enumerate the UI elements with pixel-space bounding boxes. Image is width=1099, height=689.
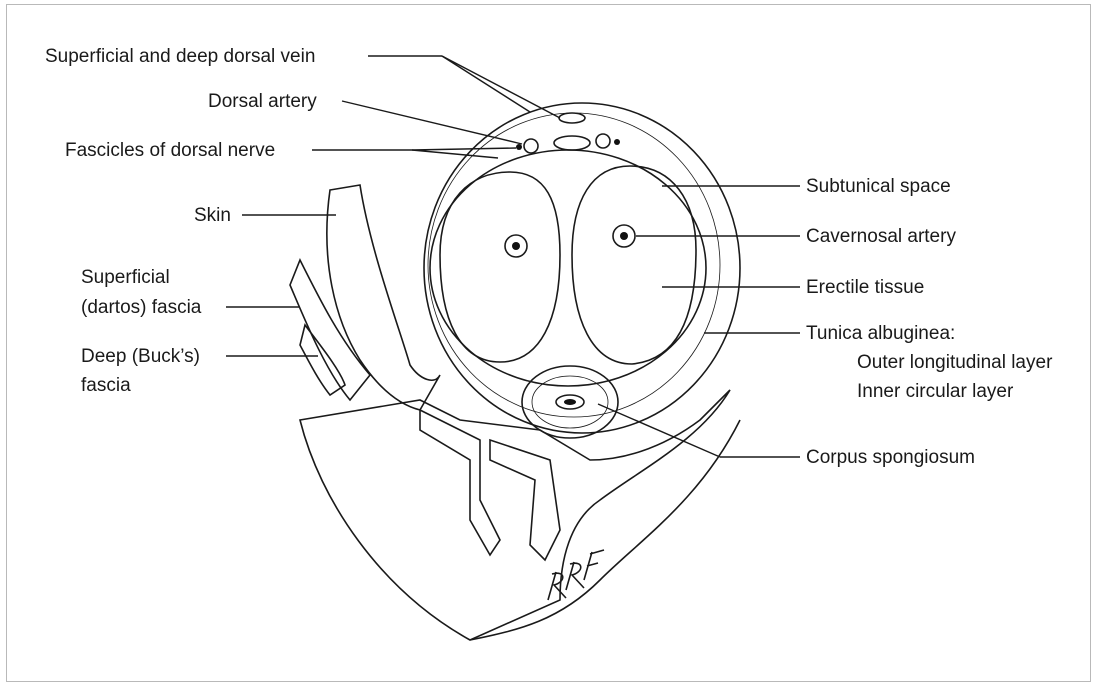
label-skin: Skin xyxy=(194,205,231,226)
label-dorsal-artery: Dorsal artery xyxy=(208,91,317,112)
shaft-lower-edge xyxy=(470,420,740,640)
artist-signature xyxy=(548,550,604,600)
label-deep-fascia-line2: fascia xyxy=(81,375,131,396)
label-superficial-deep-dorsal-vein: Superficial and deep dorsal vein xyxy=(45,46,315,67)
label-tunica-albuginea: Tunica albuginea: xyxy=(806,323,955,344)
labels: Superficial and deep dorsal vein Dorsal … xyxy=(45,46,1053,468)
dorsal-artery-right xyxy=(596,134,610,148)
left-corpus-cavernosum xyxy=(440,172,560,362)
cut-block-1 xyxy=(420,410,500,555)
superficial-dorsal-vein xyxy=(559,113,585,123)
cut-block-2 xyxy=(490,440,560,560)
label-cavernosal-artery: Cavernosal artery xyxy=(806,226,956,247)
label-superficial-fascia-line1: Superficial xyxy=(81,267,170,288)
dartos-ring xyxy=(428,113,720,417)
illustration xyxy=(290,103,740,640)
dartos-flap xyxy=(290,260,370,400)
label-deep-fascia-line1: Deep (Buck’s) xyxy=(81,346,200,367)
skin-flap xyxy=(327,185,440,410)
shaft-hatching xyxy=(300,390,730,640)
label-inner-circular-layer: Inner circular layer xyxy=(857,381,1014,402)
label-outer-longitudinal-layer: Outer longitudinal layer xyxy=(857,352,1053,373)
deep-dorsal-vein xyxy=(554,136,590,150)
label-subtunical-space: Subtunical space xyxy=(806,176,951,197)
label-erectile-tissue: Erectile tissue xyxy=(806,277,924,298)
label-fascicles-dorsal-nerve: Fascicles of dorsal nerve xyxy=(65,140,275,161)
label-corpus-spongiosum: Corpus spongiosum xyxy=(806,447,975,468)
dorsal-artery-left xyxy=(524,139,538,153)
outer-skin-ring xyxy=(424,103,740,433)
label-superficial-fascia-line2: (dartos) fascia xyxy=(81,297,202,318)
